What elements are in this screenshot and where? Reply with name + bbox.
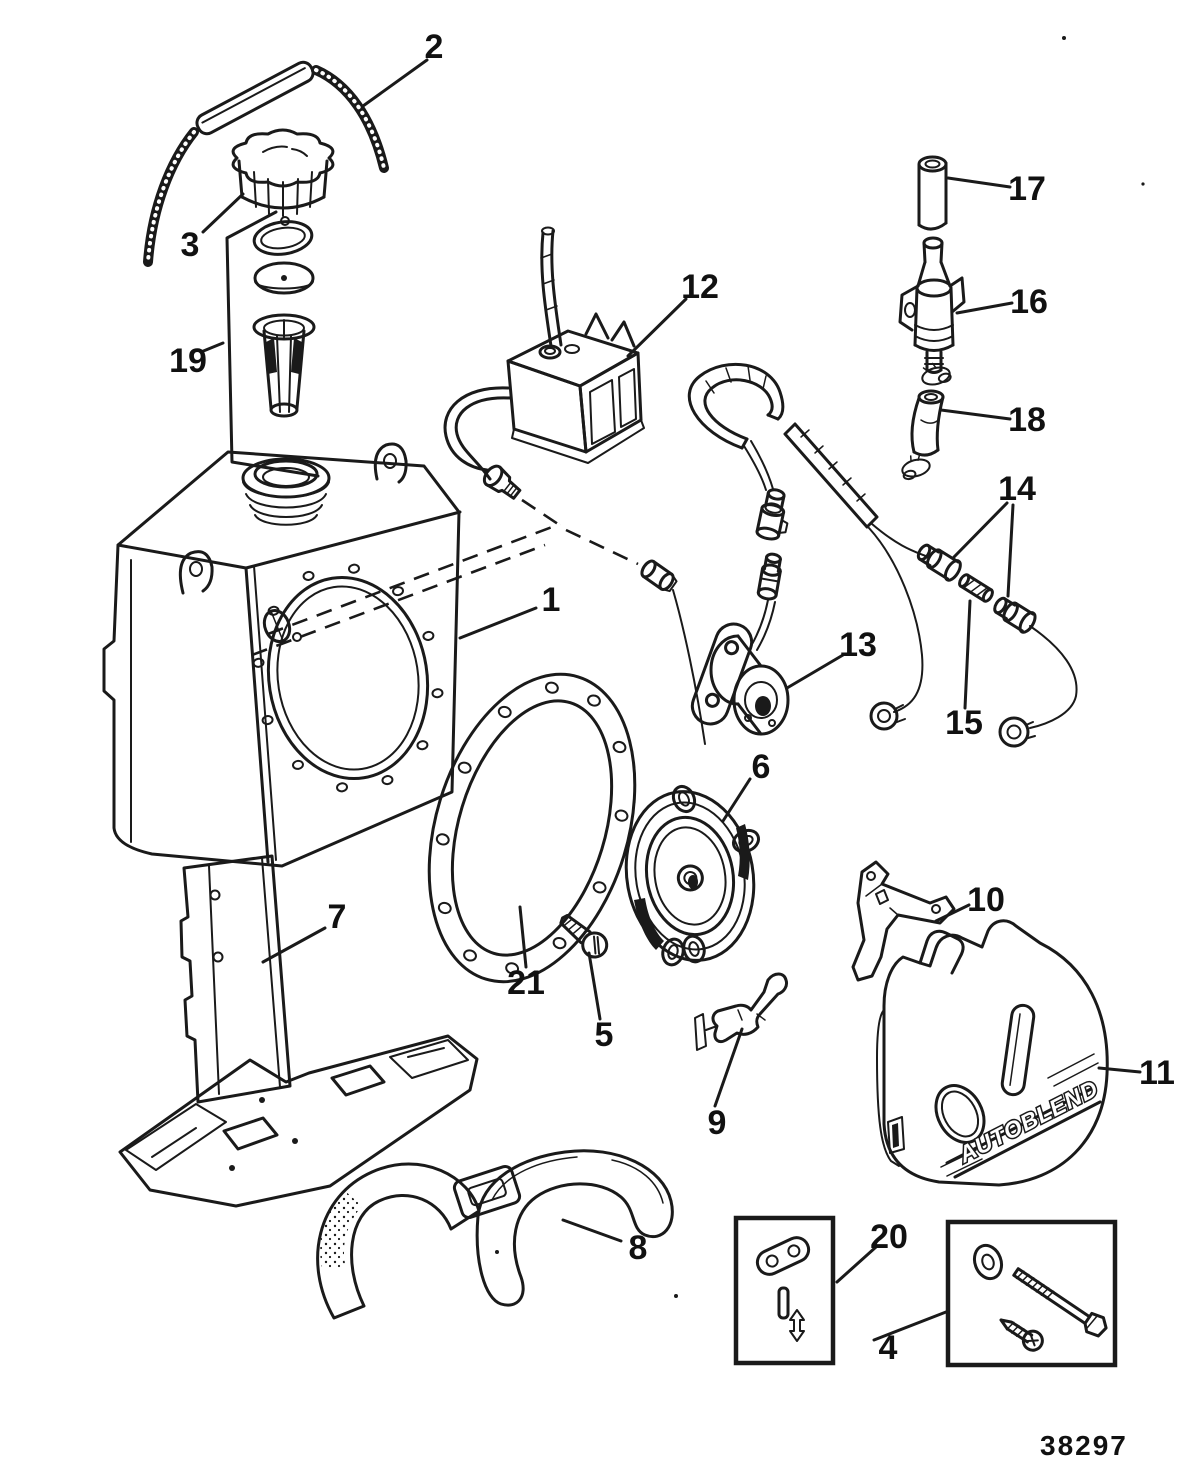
callouts: 1 2 3 4 5 6 7 8 9 10 11 12 13 14 15 16 1…: [169, 28, 1175, 1367]
callout-15: 15: [945, 704, 983, 742]
part-8-strap: [316, 1149, 674, 1320]
callout-16: 16: [1010, 283, 1048, 321]
part-5-screw: [559, 913, 609, 959]
part-1-oil-tank: [102, 442, 462, 868]
callout-10: 10: [967, 881, 1005, 919]
leader-lines: [199, 58, 1142, 1342]
callout-7: 7: [328, 898, 347, 936]
callout-11: 11: [1139, 1054, 1175, 1092]
part-21-gasket: [427, 672, 637, 984]
part-16-check-valve: [898, 236, 966, 386]
part-9-lever: [694, 972, 788, 1051]
part-19-filter-stack: [225, 210, 320, 478]
part-6-diaphragm: [624, 784, 761, 967]
callout-9: 9: [708, 1104, 727, 1142]
callout-6: 6: [752, 748, 771, 786]
part-4-hardware-box: [945, 1219, 1118, 1368]
autoblend-logo: AUTOBLEND: [954, 1075, 1103, 1168]
part-18-hose: [901, 389, 945, 481]
callout-14: 14: [998, 470, 1036, 508]
callout-19: 19: [169, 342, 207, 380]
part-17-tube: [917, 155, 948, 231]
callout-12: 12: [681, 268, 719, 306]
part-10-bracket: [851, 860, 956, 982]
callout-2: 2: [425, 28, 444, 66]
part-11-cover: AUTOBLEND: [876, 919, 1109, 1187]
callout-3: 3: [181, 226, 200, 264]
alignment-dashed-lines: [251, 498, 639, 657]
callout-8: 8: [629, 1229, 648, 1267]
part-7-bracket-tray: [118, 854, 479, 1208]
callout-21: 21: [507, 964, 545, 1002]
part-20-hardware-box: [733, 1215, 836, 1366]
callout-5: 5: [595, 1016, 614, 1054]
callout-18: 18: [1008, 401, 1046, 439]
callout-13: 13: [839, 626, 877, 664]
part-3-filler-cap: [231, 128, 335, 217]
callout-20: 20: [870, 1218, 908, 1256]
paper-specks: [495, 36, 1145, 1298]
callout-17: 17: [1008, 170, 1046, 208]
callout-4: 4: [879, 1329, 898, 1367]
part-13-sensor: [690, 622, 790, 736]
callout-1: 1: [542, 581, 561, 619]
part-12-pickup-filter: [443, 226, 645, 500]
drawing-number: 38297: [1040, 1430, 1128, 1460]
part-2-lanyard: [143, 60, 389, 267]
harness-assembly: [640, 362, 1078, 748]
